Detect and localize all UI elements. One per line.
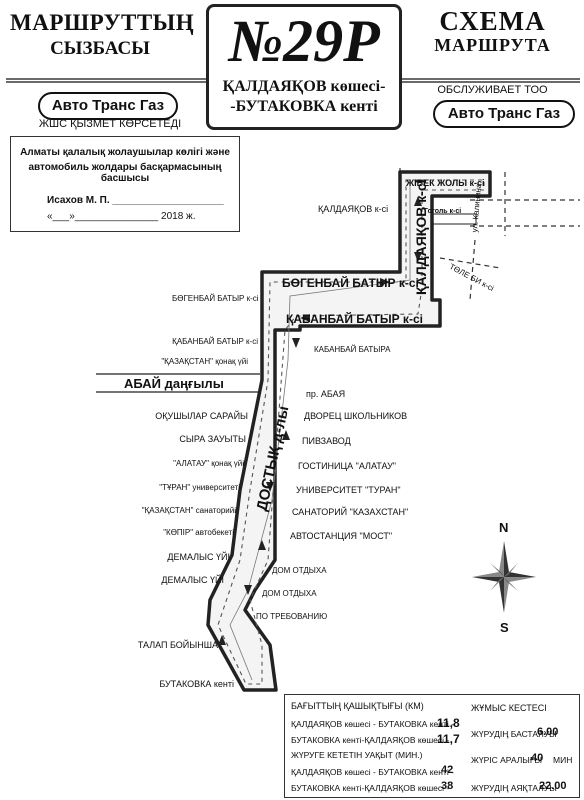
stop-right-10: ДОМ ОТДЫХА [262, 589, 317, 598]
schedule-interval-unit: МИН [553, 755, 573, 765]
time-row-2-value: 38 [441, 780, 454, 792]
stop-right-3: ДВОРЕЦ ШКОЛЬНИКОВ [304, 411, 408, 421]
header-right-subtitle: МАРШРУТА [434, 35, 551, 55]
street-abai: АБАЙ даңғылы [124, 376, 224, 391]
company-badge-left: Авто Транс Газ [38, 92, 178, 120]
street-zhibek-zholy: ЖІБЕК ЖОЛЫ к-сі [406, 178, 485, 188]
service-note-right: ОБСЛУЖИВАЕТ ТОО [437, 84, 548, 96]
stop-left-5: "АЛАТАУ" қонақ үйі [173, 459, 244, 468]
stop-right-2: пр. АБАЯ [306, 389, 346, 399]
stop-left-2: "ҚАЗАҚСТАН" қонақ үйі [161, 357, 248, 366]
stop-left-8: "КӨПІР" автобекеті [163, 528, 234, 537]
street-bogenbay-left: БӨГЕНБАЙ БАТЫР к-сі [172, 294, 259, 303]
route-to: -БУТАКОВКА кенті [230, 98, 378, 115]
compass-rose-icon [472, 541, 536, 613]
stop-right-5: ГОСТИНИЦА "АЛАТАУ" [298, 461, 396, 471]
distance-row-1-label: ҚАЛДАЯҚОВ көшесі - БУТАКОВКА кенті - [291, 719, 454, 729]
stop-left-4: СЫРА ЗАУЫТЫ [179, 434, 246, 444]
stop-left-6: "ТҰРАН" университеті [159, 483, 240, 492]
approval-line-2: автомобиль жолдары басқармасының басшысы [28, 162, 222, 184]
route-from: ҚАЛДАЯҚОВ көшесі- [222, 78, 386, 95]
approval-signer: Исахов М. П. ____________________ [47, 195, 224, 206]
schedule-title: ЖҰМЫС КЕСТЕСІ [471, 703, 547, 713]
header-left-subtitle: СЫЗБАСЫ [50, 38, 150, 59]
header-left-title: МАРШРУТТЫҢ [10, 10, 195, 35]
approval-block: Алматы қалалық жолаушылар көлігі және ав… [10, 136, 240, 232]
street-kaldayakov-top: ҚАЛДАЯҚОВ к-сі [318, 204, 389, 214]
time-row-2-label: БУТАКОВКА кенті-ҚАЛДАЯҚОВ көшесі - [291, 783, 450, 793]
stop-right-8: АВТОСТАНЦИЯ "МОСТ" [290, 531, 393, 541]
route-number: №29Р [228, 8, 380, 74]
approval-line-1: Алматы қалалық жолаушылар көлігі және [20, 147, 230, 158]
approval-date: «___»_______________ 2018 ж. [47, 211, 196, 222]
route-title-box [206, 4, 402, 130]
street-gogol: Гоголь к-сі [424, 208, 462, 215]
schedule-interval-label: ЖҮРІС АРАЛЫҒЫ [471, 755, 542, 765]
distance-row-2-value: 11,7 [437, 732, 460, 746]
stop-right-4: ПИВЗАВОД [302, 436, 351, 446]
stop-left-11: ТАЛАП БОЙЫНША [137, 640, 218, 650]
street-kabanbay: ҚАБАНБАЙ БАТЫР к-сі [286, 312, 423, 326]
stop-left-7: "ҚАЗАҚСТАН" санаторийі [141, 506, 236, 515]
stop-right-9: ДОМ ОТДЫХА [272, 566, 327, 575]
compass-south-label: S [500, 620, 509, 635]
stop-right-6: УНИВЕРСИТЕТ "ТУРАН" [296, 485, 401, 495]
route-info-box: БАҒЫТТЫҢ ҚАШЫҚТЫҒЫ (КМ) ҚАЛДАЯҚОВ көшесі… [284, 694, 580, 798]
time-title: ЖҮРУГЕ КЕТЕТІН УАҚЫТ (МИН.) [291, 750, 423, 760]
time-row-1-label: ҚАЛДАЯҚОВ көшесі - БУТАКОВКА кенті - [291, 767, 454, 777]
schedule-start-label: ЖҮРУДІҢ БАСТАЛУЫ [471, 729, 557, 739]
distance-row-2-label: БУТАКОВКА кенті-ҚАЛДАЯҚОВ көшесі - [291, 735, 450, 745]
stop-left-9: ДЕМАЛЫС ҮЙІ [167, 552, 230, 562]
header-right-title: СХЕМА [439, 6, 546, 36]
street-bogenbay: БӨГЕНБАЙ БАТЫР к-сі [282, 276, 419, 290]
schedule-interval-value: 40 [531, 752, 544, 764]
stop-right-7: САНАТОРИЙ "КАЗАХСТАН" [292, 507, 409, 517]
company-badge-right: Авто Транс Газ [433, 100, 575, 128]
distance-title: БАҒЫТТЫҢ ҚАШЫҚТЫҒЫ (КМ) [291, 701, 424, 711]
stop-right-11: ПО ТРЕБОВАНИЮ [256, 612, 328, 621]
distance-row-1-value: 11,8 [437, 716, 460, 730]
stop-left-1: ҚАБАНБАЙ БАТЫР к-сі [172, 337, 258, 346]
schedule-end-value: 22.00 [539, 780, 567, 792]
service-note-left: ЖШС ҚЫЗМЕТ КӨРСЕТЕДІ [38, 118, 182, 130]
stop-left-10: ДЕМАЛЫС ҮЙІ [161, 575, 224, 585]
stop-left-12: БУТАКОВКА кенті [159, 679, 234, 689]
stop-left-3: ОҚУШЫЛАР САРАЙЫ [155, 411, 248, 421]
time-row-1-value: 42 [441, 764, 454, 776]
compass-north-label: N [499, 520, 509, 535]
schedule-start-value: 6.00 [537, 726, 559, 738]
schedule-end-label: ЖҮРУДІҢ АЯҚТАЛУЫ [471, 783, 557, 793]
stop-right-1: КАБАНБАЙ БАТЫРА [314, 345, 391, 354]
